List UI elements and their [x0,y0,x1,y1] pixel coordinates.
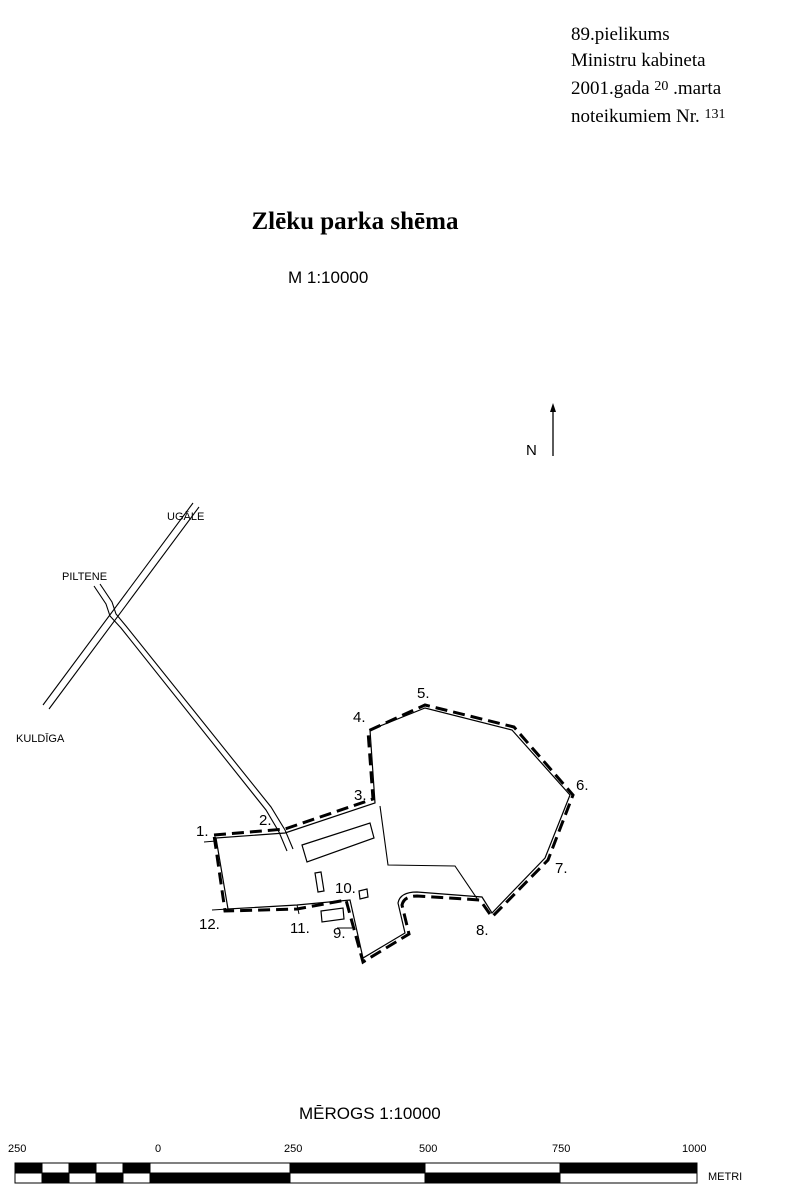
point-labels: 1. 2. 3. 4. 5. 6. 7. 8. 9. 10. 11. 12. [196,685,589,942]
scalebar-segment [149,1162,291,1174]
park-boundary-line [215,707,571,959]
scalebar [14,1162,698,1184]
scalebar-tick: 250 [8,1143,26,1155]
annex-date-day: 20 [654,79,669,94]
scalebar-segment [68,1172,97,1184]
scalebar-segment [122,1172,151,1184]
scalebar-segment [122,1162,151,1174]
scalebar-segment [41,1162,70,1174]
park-boundary-dashed [212,703,575,965]
buildings [301,822,375,923]
road-ugale-kuldiga [42,502,200,710]
marker-tick [203,840,217,843]
annex-regulation: noteikumiem Nr. 131 [571,102,726,130]
point-label-9: 9. [333,925,346,942]
scalebar-segment [41,1172,70,1184]
point-label-10: 10. [335,880,356,897]
building-large [301,822,375,863]
building-10 [358,888,369,900]
marker-tick [296,904,300,915]
north-label: N [526,442,537,459]
scalebar-unit: METRI [708,1171,742,1183]
scalebar-tick: 750 [552,1143,570,1155]
road-label-kuldiga: KULDĪGA [16,733,65,745]
point-label-11: 11. [290,920,310,937]
annex-regulation-number: 131 [704,107,726,122]
scalebar-segment [289,1172,426,1184]
scalebar-tick: 0 [155,1143,161,1155]
inner-path [379,805,479,901]
scale-label: M 1:10000 [288,268,369,287]
scalebar-tick: 500 [419,1143,437,1155]
road-label-piltene: PILTENE [62,571,107,583]
annex-reference: 89.pielikums Ministru kabineta 2001.gada… [571,22,726,130]
scalebar-segment [95,1172,124,1184]
scalebar-segment [14,1162,43,1174]
scalebar-segment [424,1162,561,1174]
scalebar-tick: 250 [284,1143,302,1155]
annex-date-month: .marta [668,78,722,99]
scalebar-segment [149,1172,291,1184]
point-label-8: 8. [476,922,489,939]
north-arrow-icon [550,403,556,456]
annex-date: 2001.gada 20 .marta [571,74,726,102]
marker-tick [211,908,229,911]
scalebar-segment [95,1162,124,1174]
scalebar-ticks: 250 0 250 500 750 1000 [8,1143,706,1155]
scalebar-segment [559,1172,698,1184]
page-title: Zlēku parka shēma [251,208,459,235]
scalebar-tick: 1000 [682,1143,706,1155]
annex-number: 89.pielikums [571,24,670,45]
annex-regulation-prefix: noteikumiem Nr. [571,106,705,127]
annex-issuer: Ministru kabineta [571,50,706,71]
scalebar-title: MĒROGS 1:10000 [299,1104,441,1123]
scalebar-segment [424,1172,561,1184]
building-small [314,871,325,893]
point-label-6: 6. [576,777,589,794]
scalebar-segment [559,1162,698,1174]
road-label-ugale: UGĀLE [167,511,204,523]
annex-date-prefix: 2001.gada [571,78,655,99]
point-label-12: 12. [199,916,220,933]
scalebar-segment [289,1162,426,1174]
point-label-3: 3. [354,787,367,804]
point-label-7: 7. [555,860,568,877]
point-label-4: 4. [353,709,366,726]
point-label-2: 2. [259,812,272,829]
building-9 [320,907,345,923]
scalebar-segment [14,1172,43,1184]
point-label-1: 1. [196,823,209,840]
point-label-5: 5. [417,685,430,702]
road-piltene [93,583,294,852]
scalebar-segment [68,1162,97,1174]
